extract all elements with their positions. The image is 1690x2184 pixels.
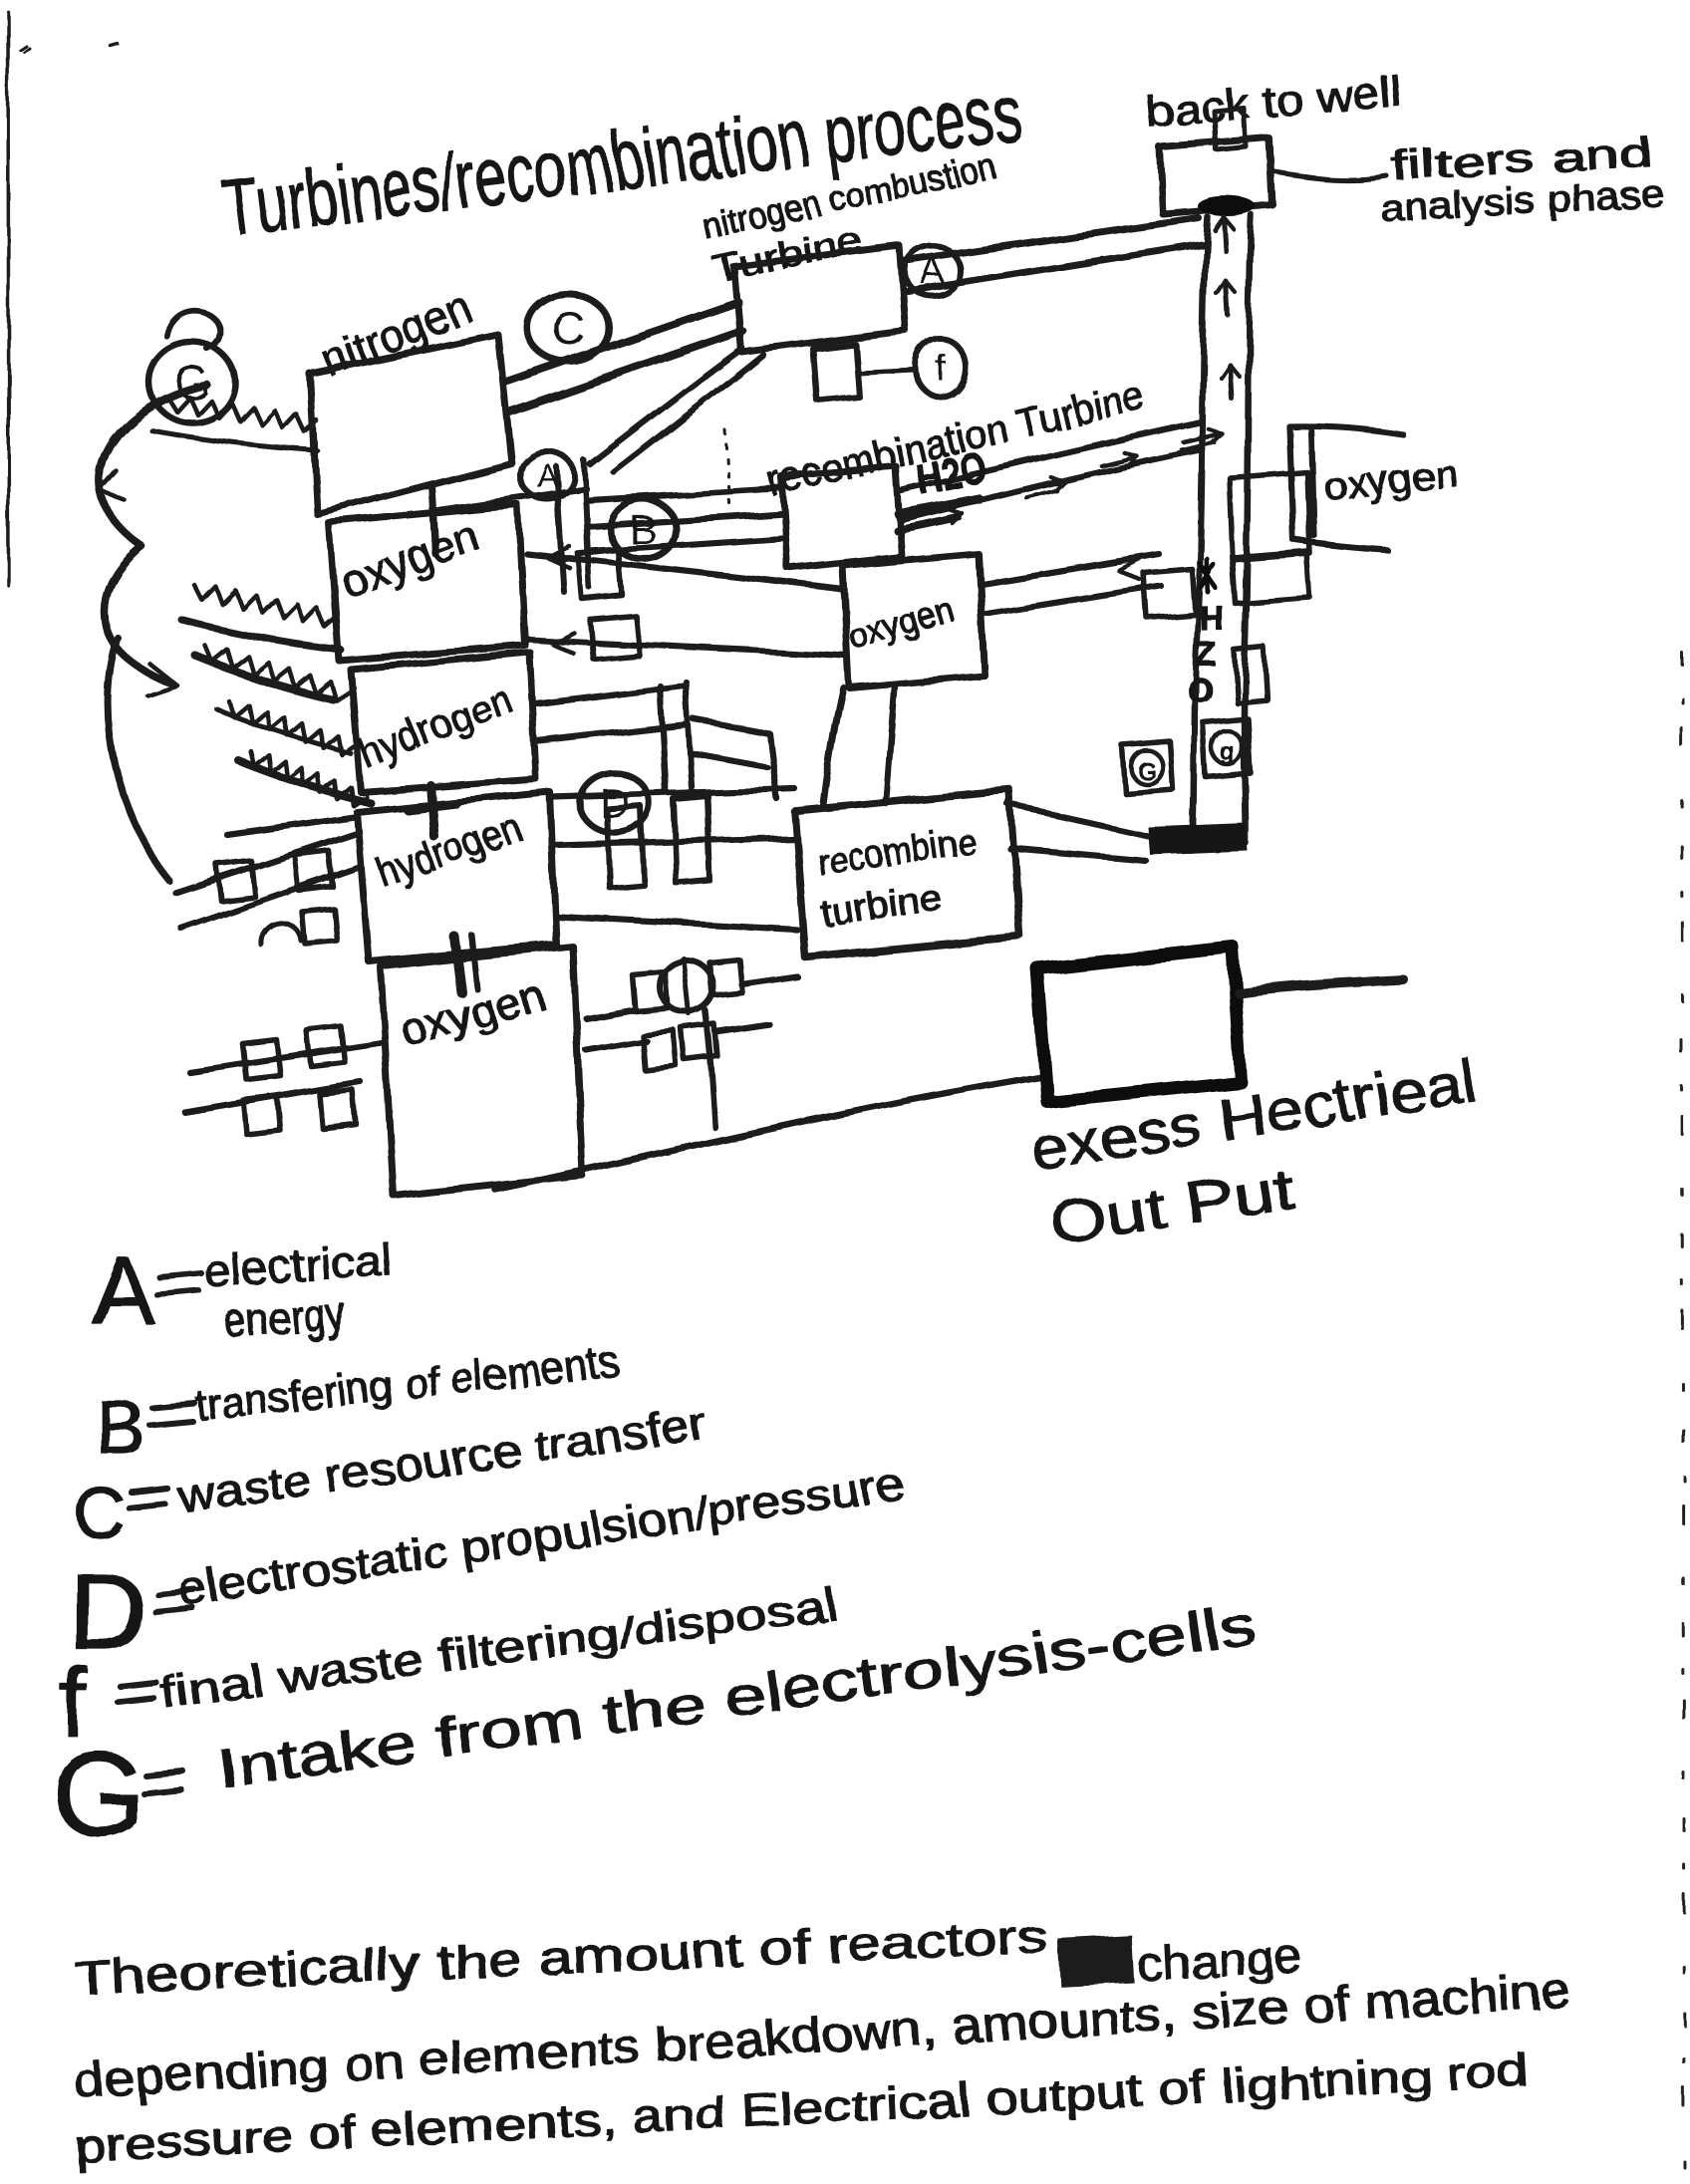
svg-text:Z: Z [1196, 636, 1217, 674]
svg-text:change: change [1136, 1930, 1304, 1992]
svg-text:A: A [92, 1238, 155, 1344]
svg-text:G: G [1138, 758, 1157, 785]
svg-text:f: f [936, 348, 947, 389]
svg-text:G: G [52, 1728, 144, 1861]
svg-text:D: D [68, 1550, 146, 1673]
svg-text:energy: energy [222, 1287, 347, 1347]
svg-text:C: C [74, 1475, 126, 1554]
svg-text:D: D [600, 780, 630, 827]
svg-text:f: f [60, 1648, 88, 1757]
svg-text:C: C [551, 302, 584, 354]
svg-text:B: B [629, 506, 657, 553]
svg-text:g: g [1220, 738, 1233, 765]
svg-text:B: B [96, 1386, 146, 1471]
svg-text:A: A [536, 457, 558, 493]
svg-text:H: H [1200, 600, 1225, 638]
svg-text:O: O [1187, 672, 1213, 709]
svg-text:back to well: back to well [1145, 67, 1403, 137]
